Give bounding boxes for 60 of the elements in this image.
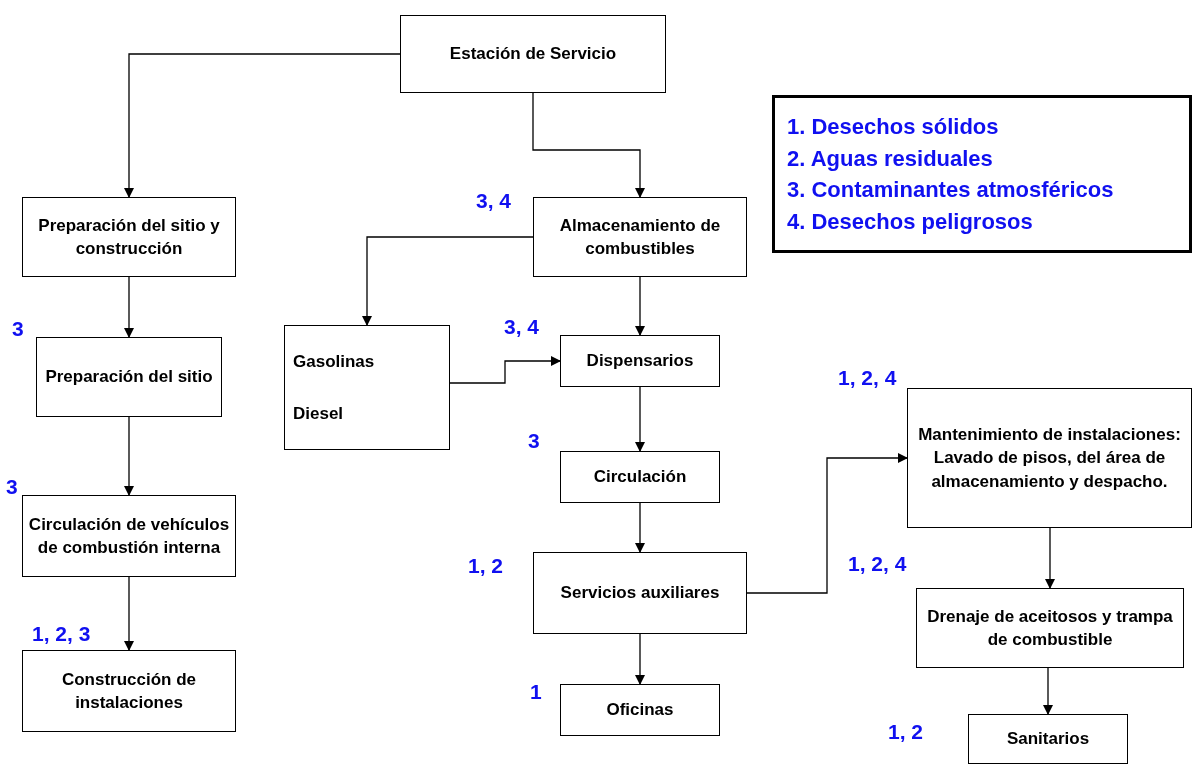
box-label: Sanitarios xyxy=(1006,728,1090,751)
box-label: Preparación del sitio y construcción xyxy=(37,214,221,260)
process-box xyxy=(907,388,1192,528)
box-label: Servicios auxiliares xyxy=(560,582,720,605)
arrow xyxy=(635,502,645,553)
process-box xyxy=(968,714,1128,764)
category-number: 3, 4 xyxy=(504,314,540,340)
arrow xyxy=(635,276,645,336)
arrow xyxy=(635,633,645,685)
arrow xyxy=(1045,527,1055,589)
process-box xyxy=(36,337,222,417)
legend-box xyxy=(772,95,1192,253)
box-label: Dispensarios xyxy=(586,350,694,373)
process-box xyxy=(533,552,747,634)
process-box xyxy=(533,197,747,277)
legend-item: 3. Contaminantes atmosféricos xyxy=(787,176,1114,204)
legend-item: 4. Desechos peligrosos xyxy=(787,207,1033,235)
category-number: 1, 2 xyxy=(468,553,504,579)
arrow xyxy=(362,236,534,326)
process-box xyxy=(22,197,236,277)
box-label: Construcción de instalaciones xyxy=(60,668,198,714)
box-label: Preparación del sitio xyxy=(45,366,213,389)
process-box xyxy=(400,15,666,93)
box-label: Diesel xyxy=(293,402,344,425)
box-label: Almacenamiento de combustibles xyxy=(558,214,722,260)
legend-item: 2. Aguas residuales xyxy=(787,144,993,172)
process-box xyxy=(916,588,1184,668)
category-number: 1, 2 xyxy=(888,719,924,745)
box-label: Lavado de pisos, del área de almacenamiento y despacho. xyxy=(930,447,1169,493)
arrow xyxy=(635,386,645,452)
arrow xyxy=(124,53,401,198)
box-label: Mantenimiento de instalaciones: xyxy=(918,423,1181,446)
arrow xyxy=(124,416,134,496)
arrow xyxy=(449,356,561,384)
box-label: Circulación xyxy=(593,466,687,489)
process-box xyxy=(284,325,450,450)
process-box xyxy=(22,650,236,732)
arrow xyxy=(746,453,908,594)
category-number: 3 xyxy=(12,316,24,342)
box-label: Estación de Servicio xyxy=(449,43,617,66)
legend-item: 1. Desechos sólidos xyxy=(787,113,999,141)
box-label: Circulación de vehículos de combustión interna xyxy=(27,513,231,559)
process-box xyxy=(22,495,236,577)
process-box xyxy=(560,335,720,387)
arrow xyxy=(1043,667,1053,715)
category-number: 3 xyxy=(528,428,540,454)
arrow xyxy=(124,276,134,338)
category-number: 1, 2, 3 xyxy=(32,621,91,647)
category-number: 1, 2, 4 xyxy=(838,365,897,391)
box-label: Gasolinas xyxy=(293,351,375,374)
box-label: Drenaje de aceitosos y trampa de combustible xyxy=(926,605,1174,651)
process-box xyxy=(560,451,720,503)
process-box xyxy=(560,684,720,736)
category-number: 1, 2, 4 xyxy=(848,551,907,577)
category-number: 1 xyxy=(530,679,542,705)
box-label: Oficinas xyxy=(606,699,674,722)
category-number: 3 xyxy=(6,474,18,500)
category-number: 3, 4 xyxy=(476,188,512,214)
arrow xyxy=(124,576,134,651)
arrow xyxy=(532,92,645,198)
